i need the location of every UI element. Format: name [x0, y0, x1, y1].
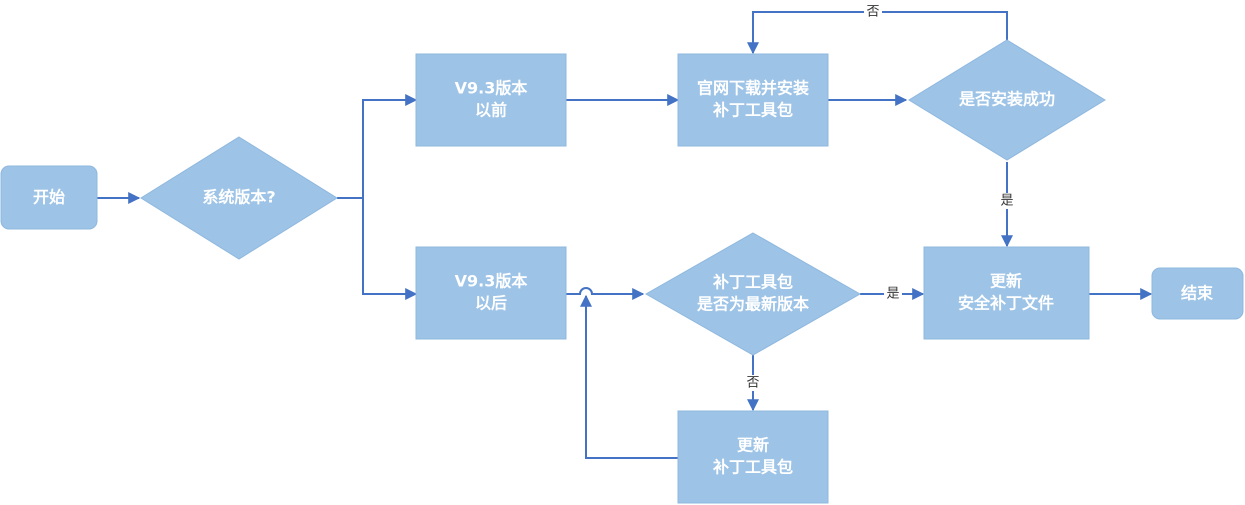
- update-tool-line1: 更新: [737, 436, 769, 455]
- version-check-decision: 系统版本?: [140, 136, 338, 260]
- edge-label-install-yes: 是: [1000, 194, 1013, 209]
- nodes: 开始 系统版本? V9.3版本 以前 V9.3版本 以后 官网下载并安装 补丁工…: [0, 39, 1244, 504]
- after-v93-line2: 以后: [475, 294, 507, 313]
- update-patch-node: 更新 安全补丁文件: [923, 246, 1090, 340]
- latest-check-line1: 补丁工具包: [712, 273, 793, 292]
- version-check-label: 系统版本?: [202, 188, 275, 207]
- latest-check-decision: 补丁工具包 是否为最新版本: [644, 232, 862, 356]
- after-v93-line1: V9.3版本: [455, 272, 528, 291]
- install-success-decision: 是否安装成功: [908, 39, 1106, 161]
- edge-label-latest-no: 否: [746, 376, 759, 391]
- end-label: 结束: [1180, 284, 1214, 303]
- before-v93-node: V9.3版本 以前: [415, 53, 567, 147]
- edge-version-check-branch: [337, 94, 418, 199]
- download-install-line2: 补丁工具包: [712, 101, 793, 120]
- update-patch-line1: 更新: [990, 272, 1022, 291]
- edge-labels: 否 是 是 否: [744, 4, 1016, 391]
- start-label: 开始: [33, 188, 65, 207]
- before-v93-line2: 以前: [475, 101, 507, 120]
- download-install-node: 官网下载并安装 补丁工具包: [677, 53, 829, 147]
- download-install-line1: 官网下载并安装: [697, 79, 809, 98]
- latest-check-line2: 是否为最新版本: [696, 295, 809, 314]
- start-node: 开始: [0, 165, 98, 230]
- edge-after-to-latest-check: [566, 287, 645, 300]
- edge-label-latest-yes: 是: [886, 287, 899, 302]
- before-v93-line1: V9.3版本: [455, 79, 528, 98]
- edge-update-tool-loop-back: [580, 294, 678, 459]
- update-patch-line2: 安全补丁文件: [958, 294, 1054, 313]
- install-success-label: 是否安装成功: [958, 90, 1055, 109]
- edge-version-check-to-after: [362, 198, 418, 300]
- after-v93-node: V9.3版本 以后: [415, 246, 567, 340]
- edge-label-install-no: 否: [866, 5, 879, 20]
- update-tool-node: 更新 补丁工具包: [677, 410, 829, 504]
- end-node: 结束: [1151, 267, 1244, 320]
- update-tool-line2: 补丁工具包: [712, 458, 793, 477]
